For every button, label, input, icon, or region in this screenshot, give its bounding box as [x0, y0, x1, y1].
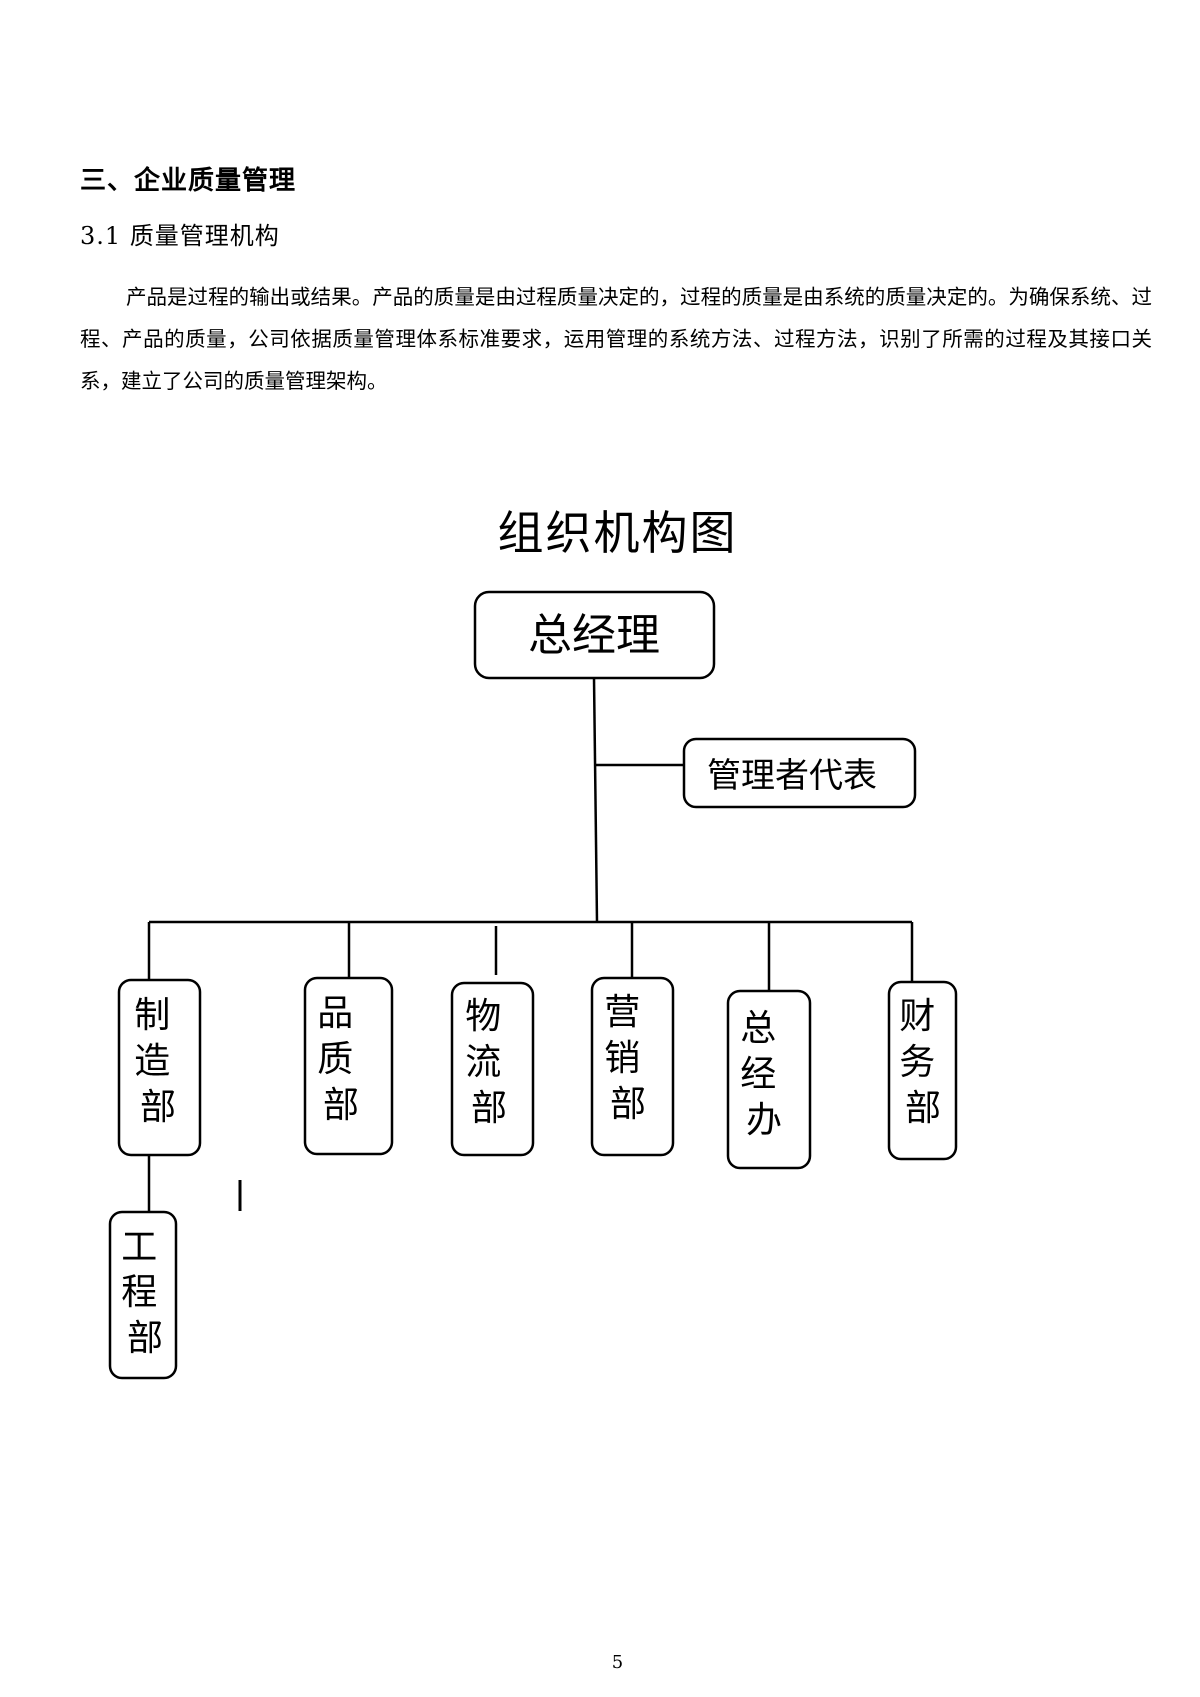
trunk-line — [592, 677, 599, 923]
subsection-heading: 3.1 质量管理机构 — [80, 222, 280, 250]
org-node-label: 工 程 部 — [121, 1227, 168, 1359]
org-node-label: 品 质 部 — [317, 993, 364, 1126]
org-node-department-logistics: 物 流 部 — [450, 981, 535, 1157]
org-node-label: 管理者代表 — [707, 756, 877, 796]
org-chart-title: 组织机构图 — [497, 506, 738, 560]
org-node-department-manufacturing: 制 造 部 — [117, 978, 202, 1157]
org-node-label: 总 经 办 — [740, 1008, 787, 1141]
org-node-department-quality: 品 质 部 — [303, 976, 394, 1156]
org-node-department-marketing: 营 销 部 — [590, 976, 675, 1157]
body-paragraph: 产品是过程的输出或结果。产品的质量是由过程质量决定的，过程的质量是由系统的质量决… — [80, 285, 1152, 393]
org-node-label: 制 造 部 — [134, 995, 181, 1128]
org-node-department-finance: 财 务 部 — [887, 980, 958, 1161]
connector-lines — [147, 677, 914, 1212]
org-node-label: 营 销 部 — [604, 992, 651, 1125]
org-node-sub-department-engineering: 工 程 部 — [108, 1210, 178, 1380]
org-node-label: 财 务 部 — [899, 996, 946, 1129]
page-number: 5 — [611, 1652, 624, 1673]
org-node-management-representative: 管理者代表 — [682, 737, 917, 809]
org-node-department-gm-office: 总 经 办 — [726, 989, 812, 1170]
org-node-label: 物 流 部 — [465, 996, 512, 1129]
org-node-general-manager: 总经理 — [473, 590, 716, 680]
section-heading: 三、企业质量管理 — [80, 166, 297, 196]
org-node-label: 总经理 — [528, 610, 660, 661]
